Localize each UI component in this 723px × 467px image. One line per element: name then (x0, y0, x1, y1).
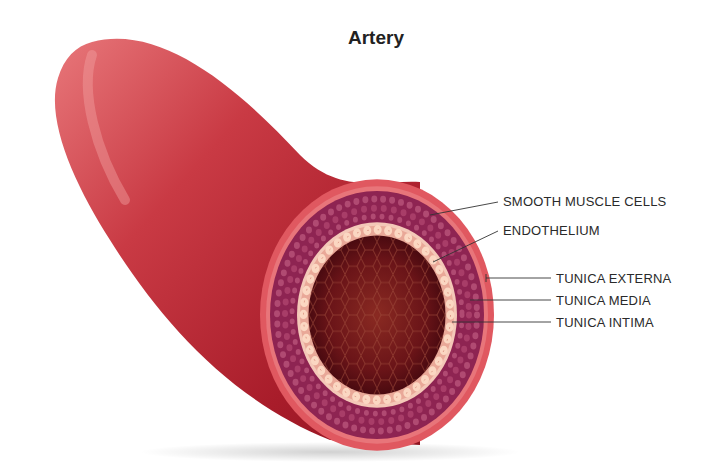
part-label: TUNICA EXTERNA (556, 271, 671, 286)
part-label: TUNICA INTIMA (556, 315, 654, 330)
part-label: ENDOTHELIUM (503, 223, 600, 238)
part-label: TUNICA MEDIA (556, 293, 651, 308)
leader-lines (430, 202, 551, 322)
diagram-title: Artery (348, 27, 404, 49)
part-label: SMOOTH MUSCLE CELLS (503, 194, 666, 209)
